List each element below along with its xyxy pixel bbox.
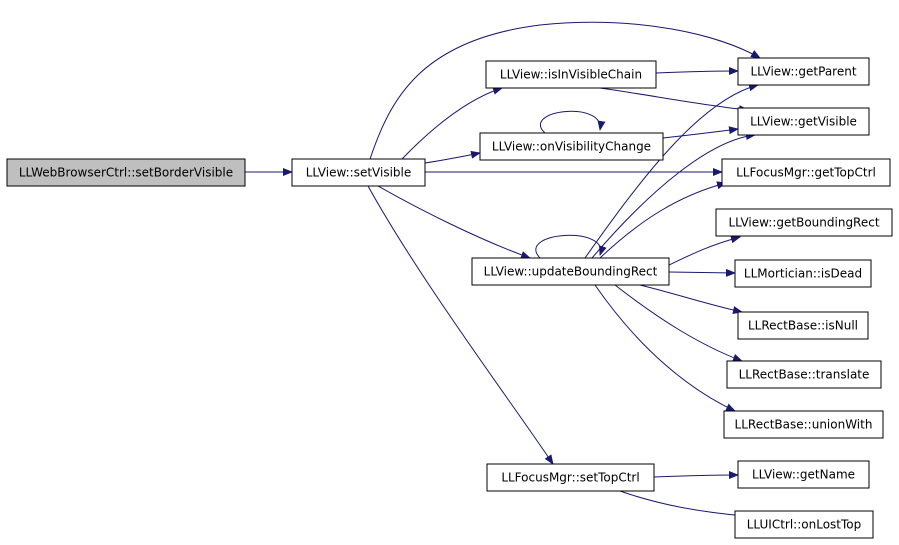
node-updateBoundingRect[interactable]: LLView::updateBoundingRect bbox=[471, 257, 670, 286]
node-getName[interactable]: LLView::getName bbox=[737, 460, 870, 489]
edge-setVisible-to-updateBoundingRect bbox=[377, 185, 531, 259]
edge-updateBoundingRect-to-isNull bbox=[639, 284, 743, 314]
node-box bbox=[486, 463, 655, 492]
node-box bbox=[721, 158, 891, 187]
edge-isInVisibleChain-to-getParent bbox=[655, 67, 739, 76]
node-box bbox=[737, 311, 869, 340]
edge-setTopCtrl-to-onLostTop bbox=[619, 490, 746, 520]
edge-setVisible-to-setTopCtrl bbox=[367, 185, 554, 465]
node-isDead[interactable]: LLMortician::isDead bbox=[734, 259, 872, 288]
node-label: LLWebBrowserCtrl::setBorderVisible bbox=[19, 166, 233, 180]
node-label: LLMortician::isDead bbox=[744, 267, 862, 281]
node-label: LLFocusMgr::setTopCtrl bbox=[501, 471, 639, 485]
node-setVisible[interactable]: LLView::setVisible bbox=[291, 158, 426, 187]
edge-onVisibilityChange-to-onVisibilityChange bbox=[540, 110, 606, 134]
edge-setVisible-to-getParent bbox=[369, 21, 761, 160]
node-isNull[interactable]: LLRectBase::isNull bbox=[737, 311, 869, 340]
edge-updateBoundingRect-to-unionWith bbox=[594, 284, 736, 412]
node-box bbox=[737, 107, 870, 136]
node-setTopCtrl[interactable]: LLFocusMgr::setTopCtrl bbox=[486, 463, 655, 492]
node-onLostTop[interactable]: LLUICtrl::onLostTop bbox=[734, 510, 874, 539]
node-box bbox=[291, 158, 426, 187]
node-isInVisibleChain[interactable]: LLView::isInVisibleChain bbox=[485, 60, 657, 89]
edge-onVisibilityChange-to-getVisible bbox=[662, 126, 739, 139]
edge-setTopCtrl-to-getName bbox=[653, 471, 739, 480]
edge-setVisible-to-onVisibilityChange bbox=[424, 150, 481, 164]
node-label: LLView::onVisibilityChange bbox=[492, 140, 651, 154]
edges-layer bbox=[245, 21, 761, 520]
node-unionWith[interactable]: LLRectBase::unionWith bbox=[723, 410, 884, 439]
node-label: LLFocusMgr::getTopCtrl bbox=[736, 166, 876, 180]
node-label: LLView::isInVisibleChain bbox=[500, 68, 642, 82]
node-box bbox=[734, 259, 872, 288]
node-label: LLView::getParent bbox=[750, 65, 856, 79]
edge-updateBoundingRect-to-isDead bbox=[668, 268, 736, 277]
edge-updateBoundingRect-to-getTopCtrl bbox=[599, 181, 727, 259]
node-getParent[interactable]: LLView::getParent bbox=[737, 57, 870, 86]
node-label: LLView::updateBoundingRect bbox=[484, 265, 658, 279]
node-label: LLView::getVisible bbox=[750, 115, 857, 129]
edge-isInVisibleChain-to-getVisible bbox=[599, 87, 749, 114]
node-box bbox=[715, 208, 893, 237]
node-getVisible[interactable]: LLView::getVisible bbox=[737, 107, 870, 136]
node-onVisibilityChange[interactable]: LLView::onVisibilityChange bbox=[479, 132, 664, 161]
node-translate[interactable]: LLRectBase::translate bbox=[726, 360, 882, 389]
node-box bbox=[734, 510, 874, 539]
node-box bbox=[723, 410, 884, 439]
node-box bbox=[485, 60, 657, 89]
edge-updateBoundingRect-to-getBoundingRect bbox=[668, 235, 741, 266]
node-getBoundingRect[interactable]: LLView::getBoundingRect bbox=[715, 208, 893, 237]
node-box bbox=[6, 158, 246, 187]
node-box bbox=[726, 360, 882, 389]
node-label: LLRectBase::isNull bbox=[748, 319, 858, 333]
edge-updateBoundingRect-to-updateBoundingRect bbox=[535, 234, 607, 259]
node-box bbox=[479, 132, 664, 161]
node-root[interactable]: LLWebBrowserCtrl::setBorderVisible bbox=[6, 158, 246, 187]
edge-updateBoundingRect-to-getVisible bbox=[591, 132, 756, 259]
edge-updateBoundingRect-to-translate bbox=[614, 284, 743, 362]
node-label: LLView::setVisible bbox=[306, 166, 412, 180]
node-label: LLRectBase::unionWith bbox=[735, 418, 873, 432]
node-box bbox=[737, 460, 870, 489]
node-box bbox=[471, 257, 670, 286]
node-label: LLUICtrl::onLostTop bbox=[747, 518, 862, 532]
edge-updateBoundingRect-to-getParent bbox=[584, 83, 759, 259]
node-label: LLView::getName bbox=[752, 468, 855, 482]
node-label: LLRectBase::translate bbox=[739, 368, 870, 382]
node-box bbox=[737, 57, 870, 86]
edge-setVisible-to-isInVisibleChain bbox=[401, 86, 503, 160]
node-label: LLView::getBoundingRect bbox=[728, 216, 879, 230]
node-getTopCtrl[interactable]: LLFocusMgr::getTopCtrl bbox=[721, 158, 891, 187]
